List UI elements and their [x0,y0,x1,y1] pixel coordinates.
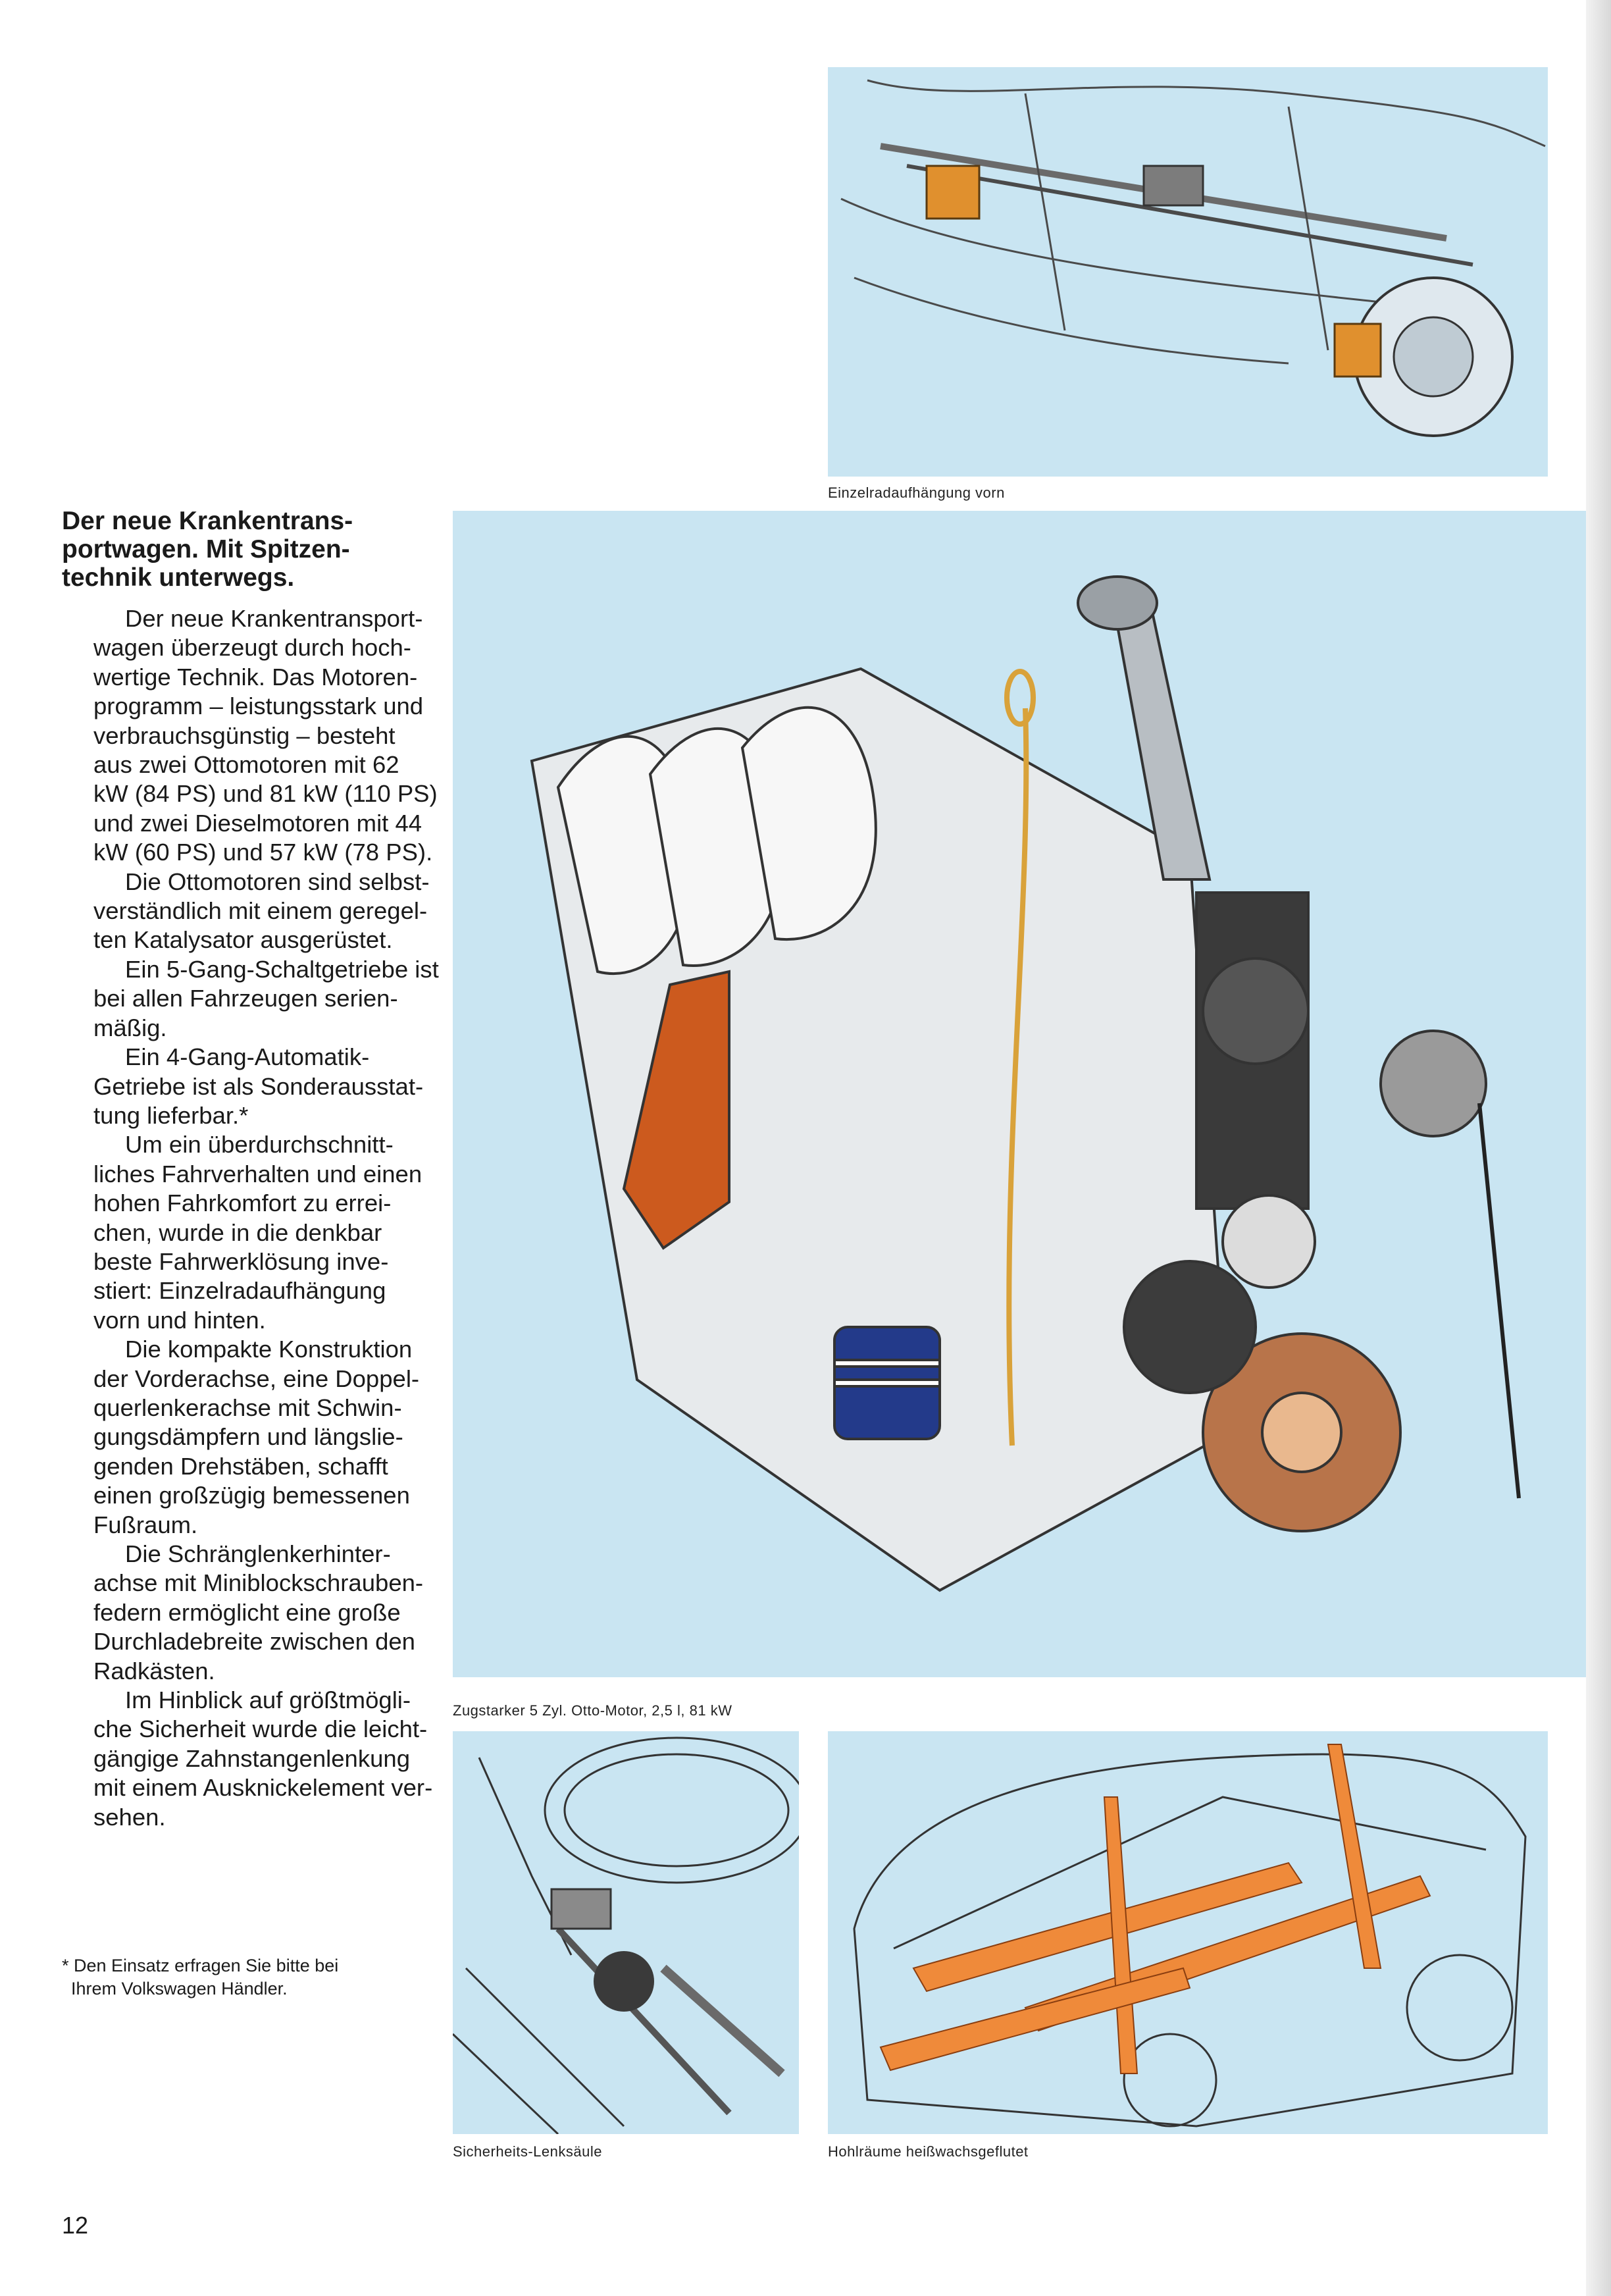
steering-column-illustration [453,1731,799,2134]
footnote-line: * Den Einsatz erfragen Sie bitte bei [62,1956,339,1975]
body-line: kW (84 PS) und 81 kW (110 PS) [93,780,438,808]
cavity-wax-illustration [828,1731,1548,2134]
body-paragraph: Die Ottomotoren sind selbst-verständlich… [62,868,430,955]
body-line: Um ein überdurchschnitt- [125,1131,394,1159]
page-edge-shadow [1586,0,1611,2296]
caption-steering: Sicherheits-Lenksäule [453,2143,602,2160]
body-line: wertige Technik. Das Motoren- [93,663,418,691]
body-line: liches Fahrverhalten und einen [93,1160,422,1187]
body-line: mit einem Ausknickelement ver- [93,1774,433,1802]
body-line: genden Drehstäben, schafft [93,1452,388,1480]
body-line: querlenkerachse mit Schwin- [93,1394,402,1421]
heading-line: portwagen. Mit Spitzen- [62,535,350,563]
body-paragraph: Im Hinblick auf größtmögli-che Sicherhei… [62,1686,433,1832]
front-suspension-illustration [828,67,1548,477]
engine-illustration [453,511,1586,1677]
body-line: beste Fahrwerklösung inve- [93,1247,389,1275]
body-line: che Sicherheit wurde die leicht- [93,1715,428,1743]
body-line: sehen. [93,1803,166,1831]
body-paragraph: Der neue Krankentransport-wagen überzeug… [62,604,438,868]
body-line: aus zwei Ottomotoren mit 62 [93,751,399,779]
body-paragraph: Um ein überdurchschnitt-liches Fahrverha… [62,1130,422,1335]
heading-line: technik unterwegs. [62,563,295,592]
body-line: Der neue Krankentransport- [125,605,423,632]
body-paragraph: Ein 4-Gang-Automatik-Getriebe ist als So… [62,1043,424,1130]
caption-engine: Zugstarker 5 Zyl. Otto-Motor, 2,5 l, 81 … [453,1702,732,1719]
body-line: gungsdämpfern und längslie- [93,1423,403,1451]
footnote: * Den Einsatz erfragen Sie bitte bei Ihr… [62,1954,404,2000]
article-heading: Der neue Krankentrans- portwagen. Mit Sp… [62,507,404,592]
body-line: und zwei Dieselmotoren mit 44 [93,809,422,837]
body-line: bei allen Fahrzeugen serien- [93,985,398,1012]
body-line: vorn und hinten. [93,1306,266,1334]
heading-line: Der neue Krankentrans- [62,507,353,535]
body-paragraph: Die Schränglenkerhinter-achse mit Minibl… [62,1540,424,1686]
body-line: stiert: Einzelradaufhängung [93,1277,386,1305]
body-line: wagen überzeugt durch hoch- [93,634,411,662]
body-line: chen, wurde in die denkbar [93,1218,382,1246]
body-line: Fußraum. [93,1511,198,1538]
body-line: achse mit Miniblockschrauben- [93,1569,424,1597]
body-line: Ein 4-Gang-Automatik- [125,1043,370,1071]
caption-cavity: Hohlräume heißwachsgeflutet [828,2143,1029,2160]
footnote-line: Ihrem Volkswagen Händler. [71,1979,288,1998]
body-line: der Vorderachse, eine Doppel- [93,1365,420,1392]
body-line: Radkästen. [93,1657,215,1684]
body-line: Die Schränglenkerhinter- [125,1540,391,1567]
body-line: gängige Zahnstangenlenkung [93,1744,410,1772]
body-line: verbrauchsgünstig – besteht [93,721,396,749]
body-line: Im Hinblick auf größtmögli- [125,1686,411,1714]
body-line: Ein 5-Gang-Schaltgetriebe ist [125,955,439,983]
caption-suspension: Einzelradaufhängung vorn [828,484,1005,501]
body-line: Getriebe ist als Sonderausstat- [93,1072,424,1100]
body-line: programm – leistungsstark und [93,692,424,720]
body-line: hohen Fahrkomfort zu errei- [93,1189,392,1217]
page-number: 12 [62,2212,89,2239]
body-line: Die Ottomotoren sind selbst- [125,868,430,895]
body-line: kW (60 PS) und 57 kW (78 PS). [93,839,433,866]
body-line: einen großzügig bemessenen [93,1482,410,1509]
body-line: verständlich mit einem geregel- [93,897,428,925]
body-line: Durchladebreite zwischen den [93,1628,415,1656]
body-line: mäßig. [93,1014,167,1041]
body-text-column: Der neue Krankentransport-wagen überzeug… [62,604,439,1832]
body-line: tung lieferbar.* [93,1101,249,1129]
body-line: Die kompakte Konstruktion [125,1336,413,1363]
body-line: ten Katalysator ausgerüstet. [93,926,393,954]
body-line: federn ermöglicht eine große [93,1598,401,1626]
